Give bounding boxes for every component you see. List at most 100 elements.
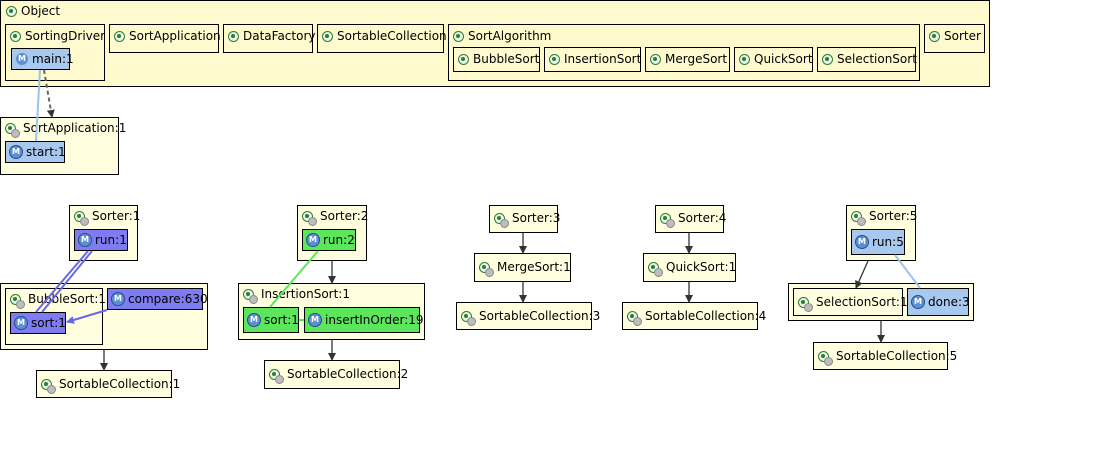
run2-method[interactable]: M run:2 [302, 229, 356, 251]
instance-icon [5, 122, 20, 138]
sorter-class-label: Sorter [944, 29, 981, 43]
sorter4-label: Sorter:4 [678, 211, 727, 225]
sorter5-label: Sorter:5 [869, 209, 918, 223]
sorter2-label: Sorter:2 [320, 209, 369, 223]
method-icon: M [307, 234, 319, 246]
instance-icon [10, 293, 25, 309]
data-factory-class-box[interactable]: DataFactory [223, 24, 316, 53]
instance-icon [74, 210, 89, 226]
sort-application-instance-label: SortApplication:1 [23, 121, 127, 135]
selection-sort-class-box[interactable]: SelectionSort [817, 47, 917, 72]
sortable-collection-class-box[interactable]: SortableCollection [317, 24, 447, 53]
start-method-label: start:1 [26, 145, 66, 159]
method-icon: M [912, 296, 924, 308]
selection-sort-inner-box[interactable]: SelectionSort:1 [793, 288, 908, 316]
insert-in-order-method[interactable]: M insertInOrder:19 [304, 307, 424, 333]
done-method[interactable]: M done:3 [907, 288, 970, 316]
method-icon: M [16, 53, 28, 65]
run1-label: run:1 [95, 233, 127, 247]
quick-sort-class-box[interactable]: QuickSort [734, 47, 813, 72]
main-method[interactable]: M main:1 [11, 48, 74, 70]
bubble-sort-class-label: BubbleSort [473, 52, 540, 66]
selection-sort-instance-label: SelectionSort:1 [816, 295, 908, 309]
sorter-class-box[interactable]: Sorter [924, 24, 985, 53]
main-method-label: main:1 [32, 52, 74, 66]
sorting-driver-label: SortingDriver [25, 29, 106, 43]
method-icon: M [112, 293, 124, 305]
class-icon [6, 5, 17, 17]
sorter1-label: Sorter:1 [92, 209, 141, 223]
insert-in-order-label: insertInOrder:19 [325, 313, 424, 327]
instance-icon [41, 378, 56, 394]
method-icon: M [15, 317, 27, 329]
sorter3-label: Sorter:3 [512, 211, 561, 225]
class-icon [10, 30, 21, 42]
instance-icon [302, 210, 317, 226]
method-icon: M [309, 314, 321, 326]
class-icon [549, 53, 560, 65]
run5-label: run:5 [872, 235, 904, 249]
class-icon [929, 30, 940, 42]
method-icon: M [856, 236, 868, 248]
done-label: done:3 [928, 295, 970, 309]
sorter4-box[interactable]: Sorter:4 [655, 205, 727, 233]
sort1-label: sort:1 [31, 316, 66, 330]
bubble-sort-class-box[interactable]: BubbleSort [453, 47, 540, 72]
insertion-sort-class-box[interactable]: InsertionSort [544, 47, 641, 72]
sortable-collection1-box[interactable]: SortableCollection:1 [36, 370, 180, 398]
instance-icon [627, 310, 642, 326]
sortable-collection3-label: SortableCollection:3 [479, 309, 601, 323]
instance-icon [269, 368, 284, 384]
instance-icon [479, 261, 494, 277]
run5-method[interactable]: M run:5 [851, 229, 905, 255]
sortable-collection5-box[interactable]: SortableCollection:5 [813, 342, 957, 370]
start-method[interactable]: M start:1 [5, 141, 66, 163]
instance-icon [818, 350, 833, 366]
class-icon [322, 30, 333, 42]
sortable-collection1-label: SortableCollection:1 [59, 377, 181, 391]
sort-application-class-box[interactable]: SortApplication [109, 24, 221, 53]
merge-sort-instance-label: MergeSort:1 [497, 260, 571, 274]
class-icon [458, 53, 469, 65]
sortable-collection2-box[interactable]: SortableCollection:2 [264, 360, 408, 389]
class-icon [114, 30, 125, 42]
sort-application-class-label: SortApplication [129, 29, 221, 43]
quick-sort-instance-label: QuickSort:1 [666, 260, 737, 274]
merge-sort-class-box[interactable]: MergeSort [645, 47, 730, 72]
class-icon [650, 53, 661, 65]
sort2-label: sort:1 [264, 313, 299, 327]
instance-icon [798, 296, 813, 312]
selection-sort-class-label: SelectionSort [837, 52, 917, 66]
class-icon [822, 53, 833, 65]
instance-icon [461, 310, 476, 326]
method-icon: M [79, 234, 91, 246]
sortable-collection3-box[interactable]: SortableCollection:3 [456, 302, 600, 330]
compare-label: compare:630 [128, 292, 208, 306]
sortable-collection5-label: SortableCollection:5 [836, 349, 958, 363]
instance-icon [660, 212, 675, 228]
sortable-collection-class-label: SortableCollection [337, 29, 447, 43]
class-icon [739, 53, 750, 65]
method-icon: M [10, 146, 22, 158]
compare-method[interactable]: M compare:630 [107, 288, 208, 310]
insertion-sort-instance-label: InsertionSort:1 [261, 287, 350, 301]
class-icon [453, 30, 464, 42]
instance-icon [648, 261, 663, 277]
instance-icon [851, 210, 866, 226]
class-icon [228, 30, 239, 42]
sort2-method[interactable]: M sort:1 [243, 307, 299, 333]
quick-sort-class-label: QuickSort [754, 52, 813, 66]
merge-sort-class-label: MergeSort [665, 52, 728, 66]
bubble-sort-instance-label: BubbleSort:1 [28, 292, 107, 306]
sort1-method[interactable]: M sort:1 [10, 312, 66, 334]
sorter3-box[interactable]: Sorter:3 [489, 205, 561, 233]
sortable-collection4-box[interactable]: SortableCollection:4 [622, 302, 766, 330]
run2-label: run:2 [323, 233, 355, 247]
sort-algorithm-class-label: SortAlgorithm [468, 29, 552, 43]
quick-sort-instance-box[interactable]: QuickSort:1 [643, 253, 736, 282]
merge-sort-instance-box[interactable]: MergeSort:1 [474, 253, 571, 282]
instance-icon [494, 212, 509, 228]
data-factory-class-label: DataFactory [243, 29, 316, 43]
sortable-collection2-label: SortableCollection:2 [287, 367, 409, 381]
run1-method[interactable]: M run:1 [74, 229, 128, 251]
